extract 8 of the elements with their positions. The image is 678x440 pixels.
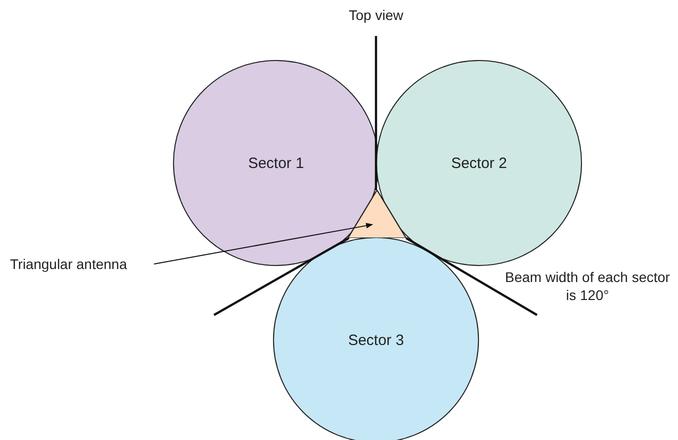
- sector-label: Sector 3: [348, 332, 404, 348]
- sector-label: Sector 2: [451, 154, 507, 172]
- antenna-triangle: [348, 190, 406, 238]
- leader-arrow: [154, 222, 374, 264]
- callout-text: Triangular antenna: [10, 255, 152, 273]
- sector-label: Sector 1: [248, 154, 304, 172]
- view-label: Top view: [348, 6, 404, 24]
- note-text: Beam width of each sector is 120°: [505, 268, 670, 304]
